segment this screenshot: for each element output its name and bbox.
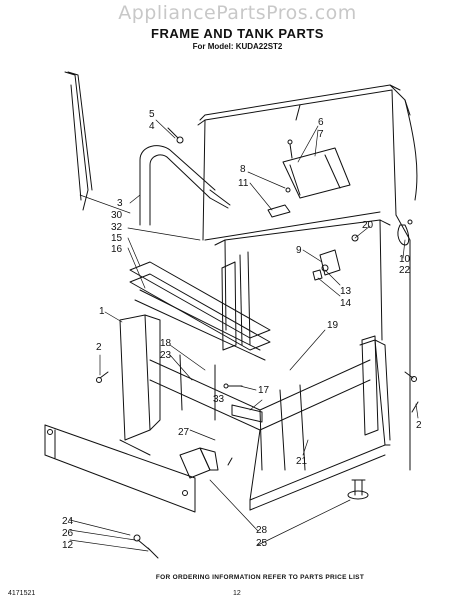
fill-tube bbox=[139, 145, 231, 226]
callout-13: 13 bbox=[340, 286, 352, 297]
hinge-plate bbox=[282, 139, 351, 199]
callout-32: 32 bbox=[111, 222, 123, 233]
callout-19: 19 bbox=[327, 320, 339, 331]
base-frame bbox=[119, 314, 391, 511]
page-number: 12 bbox=[233, 590, 241, 597]
callout-9: 9 bbox=[296, 245, 302, 256]
callout-12: 12 bbox=[62, 540, 74, 551]
page-title: FRAME AND TANK PARTS bbox=[151, 26, 324, 41]
leader-lines bbox=[69, 119, 419, 552]
toe-panel-screws bbox=[133, 534, 159, 559]
callout-25: 25 bbox=[256, 538, 268, 549]
callout-labels: 5 4 6 7 8 11 3 30 32 15 16 20 10 22 9 13… bbox=[62, 109, 422, 551]
callout-22: 22 bbox=[399, 265, 411, 276]
callout-16: 16 bbox=[111, 244, 123, 255]
callout-7: 7 bbox=[318, 129, 324, 140]
callout-2b: 2 bbox=[416, 420, 422, 431]
watermark: AppliancePartsPros.com bbox=[118, 2, 357, 24]
callout-8: 8 bbox=[240, 164, 246, 175]
callout-23: 23 bbox=[160, 350, 172, 361]
callout-26: 26 bbox=[62, 528, 74, 539]
callout-1: 1 bbox=[99, 306, 105, 317]
callout-28: 28 bbox=[256, 525, 268, 536]
small-bracket bbox=[267, 187, 291, 218]
document-number: 4171521 bbox=[8, 590, 36, 597]
callout-3: 3 bbox=[117, 198, 123, 209]
callout-17: 17 bbox=[258, 385, 270, 396]
callout-27: 27 bbox=[178, 427, 190, 438]
callout-30: 30 bbox=[111, 210, 123, 221]
callout-5: 5 bbox=[149, 109, 155, 120]
tank-body bbox=[197, 84, 418, 471]
leg-bracket bbox=[221, 261, 379, 436]
callout-2a: 2 bbox=[96, 342, 102, 353]
callout-11: 11 bbox=[238, 178, 249, 189]
toe-panel bbox=[44, 424, 196, 513]
callout-33: 33 bbox=[213, 394, 225, 405]
screw-top bbox=[167, 127, 184, 144]
right-bracket bbox=[312, 234, 359, 281]
callout-4: 4 bbox=[149, 121, 155, 132]
callout-6: 6 bbox=[318, 117, 324, 128]
callout-15: 15 bbox=[111, 233, 123, 244]
side-trim-strip bbox=[64, 71, 93, 211]
callout-24: 24 bbox=[62, 516, 74, 527]
ordering-note: FOR ORDERING INFORMATION REFER TO PARTS … bbox=[155, 574, 365, 581]
leveling-leg bbox=[347, 479, 369, 500]
callout-10: 10 bbox=[399, 254, 411, 265]
frame-screws bbox=[96, 371, 419, 413]
callout-14: 14 bbox=[340, 298, 352, 309]
callout-21: 21 bbox=[296, 456, 308, 467]
component-box bbox=[179, 447, 219, 479]
callout-20: 20 bbox=[362, 220, 374, 231]
callout-18: 18 bbox=[160, 338, 172, 349]
model-subtitle: For Model: KUDA22ST2 bbox=[192, 42, 283, 51]
front-rail bbox=[129, 261, 271, 361]
side-clip bbox=[397, 219, 413, 246]
